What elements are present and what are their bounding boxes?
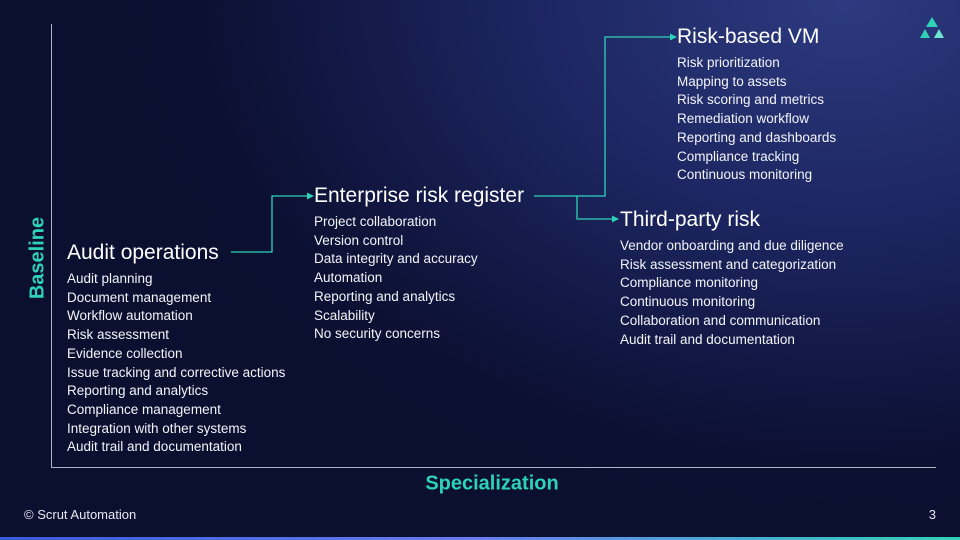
bottom-accent-bar bbox=[0, 537, 960, 540]
list-item: Audit trail and documentation bbox=[620, 331, 795, 347]
list-item: Workflow automation bbox=[67, 308, 193, 324]
list-item: Mapping to assets bbox=[677, 73, 787, 89]
list-item: Audit trail and documentation bbox=[67, 439, 242, 455]
connector-erm-to-tpr bbox=[576, 196, 614, 220]
list-item: Vendor onboarding and due diligence bbox=[620, 238, 844, 253]
list-item: Reporting and dashboards bbox=[677, 129, 837, 145]
list-item: Risk assessment and categorization bbox=[620, 256, 837, 272]
item-list: Vendor onboarding and due diligence Risk… bbox=[620, 237, 844, 349]
group-audit-operations: Audit operations Audit planning Document… bbox=[67, 240, 285, 457]
list-item: Integration with other systems bbox=[67, 420, 247, 436]
list-item: Reporting and analytics bbox=[67, 383, 209, 399]
connector-audit-to-erm bbox=[231, 195, 309, 253]
page-number: 3 bbox=[928, 507, 936, 522]
group-risk-based-vm: Risk-based VM Risk prioritization Mappin… bbox=[677, 24, 836, 185]
list-item: Risk scoring and metrics bbox=[677, 92, 825, 108]
list-item: Scalability bbox=[314, 307, 375, 323]
list-item: Risk prioritization bbox=[677, 55, 780, 70]
list-item: Compliance management bbox=[67, 401, 221, 417]
group-title: Audit operations bbox=[67, 241, 219, 264]
list-item: Version control bbox=[314, 232, 404, 248]
arrowhead-tpr bbox=[612, 215, 619, 223]
list-item: Reporting and analytics bbox=[314, 288, 456, 304]
list-item: Risk assessment bbox=[67, 327, 170, 343]
group-enterprise-risk-register: Enterprise risk register Project collabo… bbox=[314, 183, 524, 344]
list-item: Compliance monitoring bbox=[620, 275, 759, 291]
item-list: Project collaboration Version control Da… bbox=[314, 213, 524, 344]
list-item: Automation bbox=[314, 270, 383, 286]
footer-copyright: © Scrut Automation bbox=[24, 507, 137, 522]
list-item: Audit planning bbox=[67, 271, 153, 286]
list-item: Remediation workflow bbox=[677, 111, 810, 127]
group-third-party-risk: Third-party risk Vendor onboarding and d… bbox=[620, 207, 844, 349]
group-title: Risk-based VM bbox=[677, 25, 820, 48]
list-item: Collaboration and communication bbox=[620, 312, 821, 328]
list-item: No security concerns bbox=[314, 326, 441, 342]
group-title: Third-party risk bbox=[620, 208, 761, 231]
list-item: Data integrity and accuracy bbox=[314, 251, 478, 267]
scrut-logo-icon bbox=[920, 17, 944, 38]
arrowhead-vm bbox=[670, 33, 677, 41]
list-item: Compliance tracking bbox=[677, 148, 800, 164]
y-axis-line bbox=[51, 24, 52, 468]
group-title: Enterprise risk register bbox=[314, 184, 525, 207]
list-item: Project collaboration bbox=[314, 214, 437, 229]
list-item: Continuous monitoring bbox=[677, 167, 813, 183]
list-item: Continuous monitoring bbox=[620, 294, 756, 310]
list-item: Issue tracking and corrective actions bbox=[67, 364, 286, 380]
list-item: Document management bbox=[67, 289, 212, 305]
list-item: Evidence collection bbox=[67, 345, 183, 361]
x-axis-line bbox=[51, 467, 936, 468]
item-list: Audit planning Document management Workf… bbox=[67, 270, 285, 457]
item-list: Risk prioritization Mapping to assets Ri… bbox=[677, 54, 836, 185]
arrowhead-erm bbox=[307, 192, 314, 200]
connector-erm-to-vm bbox=[534, 36, 672, 197]
x-axis-label: Specialization bbox=[425, 472, 559, 495]
